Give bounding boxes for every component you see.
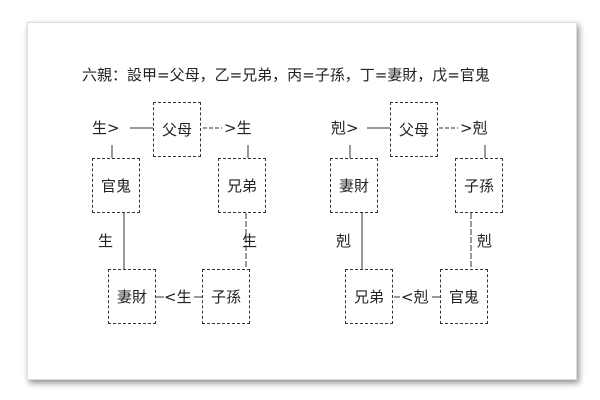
label-overcome: 剋	[477, 232, 493, 250]
box-parents: 父母	[390, 102, 438, 157]
label-generate: >生	[224, 119, 252, 137]
box-children: 子孫	[202, 269, 250, 324]
label-overcome: 剋>	[331, 119, 359, 137]
label-overcome: 剋	[336, 232, 352, 250]
box-wealth: 妻財	[330, 158, 378, 213]
box-parents: 父母	[153, 102, 201, 157]
box-officer: 官鬼	[92, 158, 140, 213]
box-officer: 官鬼	[440, 269, 488, 324]
label-overcome: >剋	[460, 119, 488, 137]
box-siblings: 兄弟	[218, 158, 266, 213]
label-overcome: <剋	[401, 288, 429, 306]
box-siblings: 兄弟	[345, 269, 393, 324]
box-wealth: 妻財	[108, 269, 156, 324]
label-generate: 生>	[92, 119, 120, 137]
box-children: 子孫	[455, 158, 503, 213]
diagram-card	[27, 22, 577, 380]
label-generate: <生	[164, 288, 192, 306]
diagram-title: 六親：設甲=父母，乙=兄弟，丙=子孫，丁=妻財，戊=官鬼	[82, 66, 490, 84]
label-generate: 生	[98, 232, 114, 250]
label-generate: 生	[242, 232, 258, 250]
